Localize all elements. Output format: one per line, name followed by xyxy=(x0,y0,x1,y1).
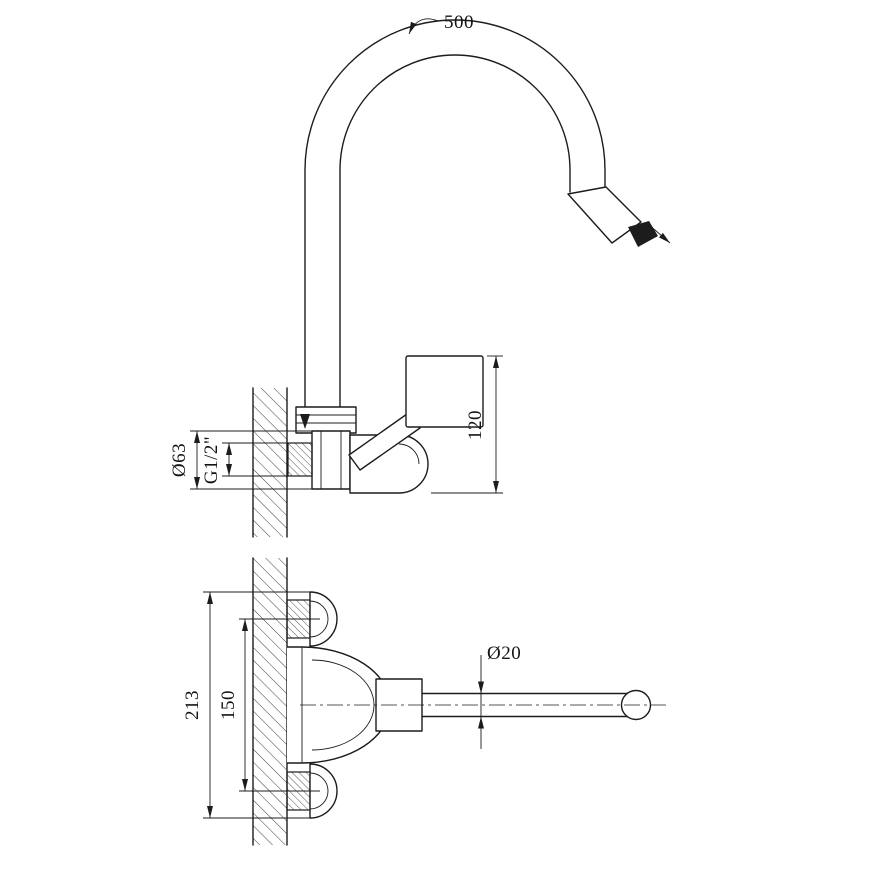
spout-insert-arrow xyxy=(300,414,310,429)
dim-tube-diameter-label: Ø20 xyxy=(487,643,521,664)
spout-outer-curve xyxy=(304,19,606,408)
dim-spout-radius-label: 500 xyxy=(444,12,474,33)
lower-inlet-detail-arc xyxy=(309,772,329,810)
dim-center-distance-label: 150 xyxy=(218,690,239,720)
upper-inlet-detail-arc xyxy=(309,600,329,638)
dim-spout-radius-leader xyxy=(408,18,439,35)
wall-escutcheon-side xyxy=(311,430,351,490)
side-view-dimensions: 500 120 Ø63 G1/2" xyxy=(169,12,503,494)
lever-handle xyxy=(405,355,484,428)
dim-overall-length-label: 213 xyxy=(182,690,203,720)
flow-direction-arrow xyxy=(647,223,671,244)
nozzle-aerator-tip xyxy=(628,221,658,247)
plan-view xyxy=(252,557,666,846)
spout-inner-curve xyxy=(339,54,571,408)
plan-view-dimensions: Ø20 213 150 xyxy=(182,591,521,819)
wall-section-hatch xyxy=(253,388,287,537)
threaded-nipple xyxy=(287,442,313,477)
mixer-body-detail-arc xyxy=(398,443,420,465)
spout-nozzle xyxy=(567,186,642,244)
dim-thread-size-label: G1/2" xyxy=(201,436,222,484)
lower-inlet-escutcheon xyxy=(309,763,338,819)
wall-section-hatch xyxy=(253,558,287,845)
side-elevation-view xyxy=(252,19,671,538)
upper-inlet-escutcheon xyxy=(309,591,338,647)
dim-height-label: 120 xyxy=(465,410,486,440)
dim-escutcheon-diameter-label: Ø63 xyxy=(169,443,190,477)
